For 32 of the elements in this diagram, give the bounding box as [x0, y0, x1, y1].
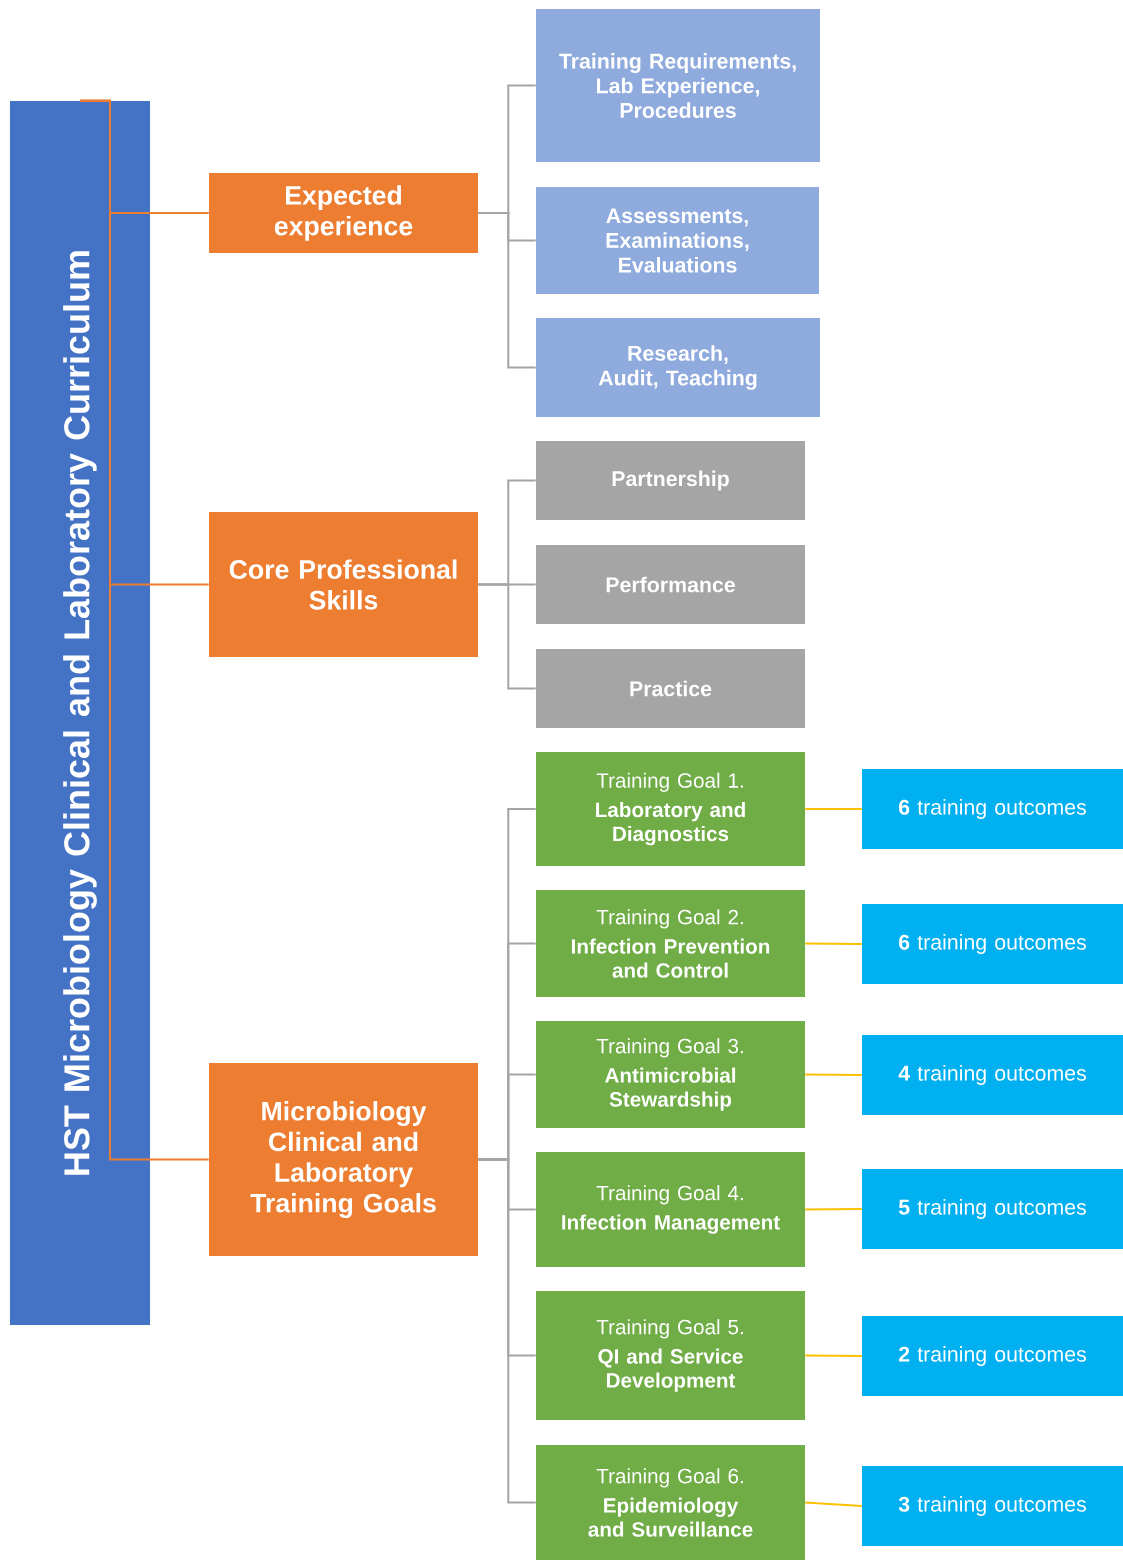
outcome-box: 3 training outcomes — [862, 1466, 1123, 1546]
outcome-box: 4 training outcomes — [862, 1035, 1123, 1115]
topic-box: Training Requirements, Lab Experience, Procedures — [536, 9, 820, 162]
goal-box: Training Goal 6. Epidemiology and Surveillance — [536, 1445, 805, 1560]
category-box: Expected experience — [209, 173, 478, 253]
category-box: Microbiology Clinical and Laboratory Training Goals — [209, 1063, 478, 1256]
connector — [804, 942, 863, 945]
skill-box: Partnership — [536, 441, 805, 520]
goal-box: Training Goal 4. Infection Management — [536, 1152, 805, 1267]
goal-box: Training Goal 1. Laboratory and Diagnostics — [536, 752, 805, 866]
skill-box: Practice — [536, 649, 805, 728]
connector — [79, 99, 210, 1161]
connector — [804, 1073, 863, 1076]
category-box: Core Professional Skills — [209, 512, 478, 657]
skill-box: Performance — [536, 545, 805, 624]
outcome-box: 6 training outcomes — [862, 769, 1123, 849]
goal-box: Training Goal 3. Antimicrobial Stewardship — [536, 1021, 805, 1128]
connector — [804, 1208, 863, 1211]
topic-box: Research, Audit, Teaching — [536, 318, 820, 417]
connector — [804, 1354, 863, 1357]
topic-box: Assessments, Examinations, Evaluations — [536, 187, 819, 294]
connector — [477, 583, 537, 690]
outcome-box: 6 training outcomes — [862, 904, 1123, 984]
connector — [477, 1158, 537, 1504]
goal-box: Training Goal 5. QI and Service Development — [536, 1291, 805, 1420]
outcome-box: 2 training outcomes — [862, 1316, 1123, 1396]
outcome-box: 5 training outcomes — [862, 1169, 1123, 1249]
connector — [477, 212, 537, 369]
title-bar: HST Microbiology Clinical and Laboratory Curriculum — [10, 101, 150, 1325]
goal-box: Training Goal 2. Infection Prevention and Control — [536, 890, 805, 997]
connector — [804, 1501, 863, 1507]
connector — [804, 808, 863, 810]
